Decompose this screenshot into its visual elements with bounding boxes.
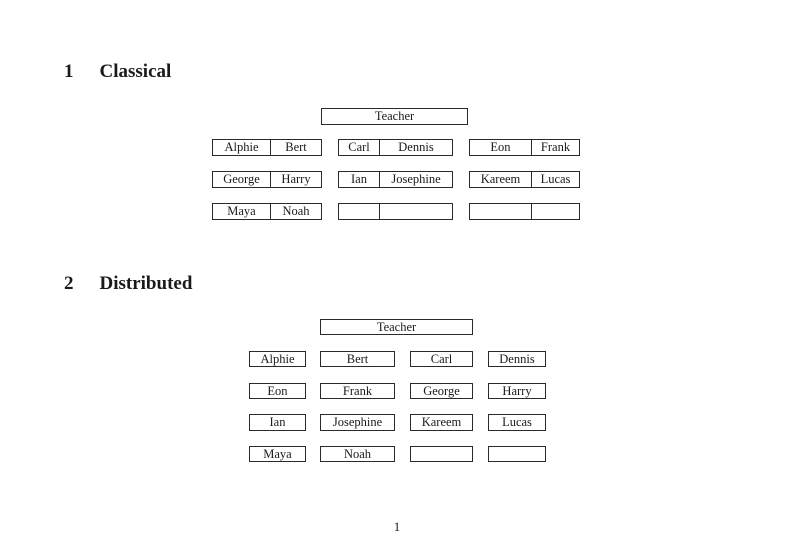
desk-single: Bert xyxy=(320,351,395,367)
student-seat: Bert xyxy=(285,140,307,155)
student-seat: Maya xyxy=(213,204,271,219)
section-heading-distributed: 2 Distributed xyxy=(64,273,192,295)
section-title: Classical xyxy=(99,61,172,82)
student-seat: Lucas xyxy=(540,172,571,187)
desk-pair: Ian Josephine xyxy=(338,171,453,188)
desk-single: Harry xyxy=(488,383,546,399)
section-number: 2 xyxy=(64,273,74,294)
desk-single: Noah xyxy=(320,446,395,462)
student-seat: Frank xyxy=(540,140,571,155)
student-seat: Dennis xyxy=(398,140,434,155)
empty-seat xyxy=(532,204,579,219)
student-seat: George xyxy=(213,172,271,187)
desk-pair: George Harry xyxy=(212,171,322,188)
desk-single: Josephine xyxy=(320,414,395,431)
desk-single: Lucas xyxy=(488,414,546,431)
teacher-desk-classical: Teacher xyxy=(321,108,468,125)
teacher-desk-distributed: Teacher xyxy=(320,319,473,335)
section-number: 1 xyxy=(64,61,74,82)
desk-single: Kareem xyxy=(410,414,473,431)
student-seat: Ian xyxy=(339,172,380,187)
empty-seat xyxy=(470,204,532,219)
empty-seat xyxy=(339,204,380,219)
student-seat: Kareem xyxy=(470,172,532,187)
desk-single: Alphie xyxy=(249,351,306,367)
empty-seat xyxy=(380,204,452,219)
student-seat: Alphie xyxy=(213,140,271,155)
desk-pair: Kareem Lucas xyxy=(469,171,580,188)
desk-single: George xyxy=(410,383,473,399)
desk-single: Dennis xyxy=(488,351,546,367)
student-seat: Eon xyxy=(470,140,532,155)
desk-pair: Maya Noah xyxy=(212,203,322,220)
desk-pair: Eon Frank xyxy=(469,139,580,156)
section-title: Distributed xyxy=(99,273,193,294)
desk-single: Frank xyxy=(320,383,395,399)
desk-pair: Alphie Bert xyxy=(212,139,322,156)
desk-single: Maya xyxy=(249,446,306,462)
desk-single: Carl xyxy=(410,351,473,367)
page-number: 1 xyxy=(393,519,401,534)
desk-pair: Carl Dennis xyxy=(338,139,453,156)
student-seat: Carl xyxy=(339,140,380,155)
student-seat: Harry xyxy=(281,172,311,187)
desk-pair-empty xyxy=(469,203,580,220)
section-heading-classical: 1 Classical xyxy=(64,61,171,83)
desk-single: Ian xyxy=(249,414,306,431)
desk-single: Eon xyxy=(249,383,306,399)
student-seat: Josephine xyxy=(391,172,441,187)
desk-single-empty xyxy=(410,446,473,462)
student-seat: Noah xyxy=(282,204,310,219)
desk-single-empty xyxy=(488,446,546,462)
desk-pair-empty xyxy=(338,203,453,220)
